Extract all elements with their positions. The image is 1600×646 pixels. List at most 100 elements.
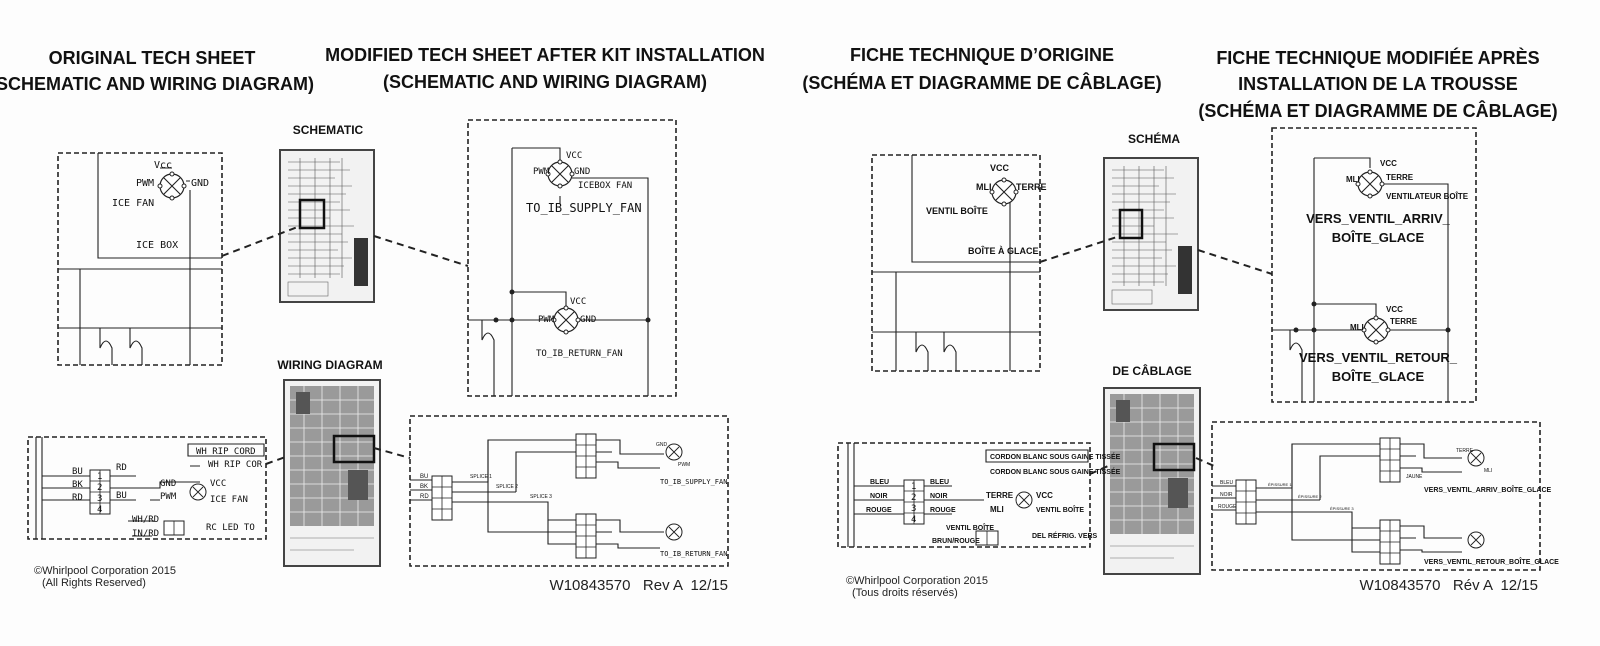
pin-number: 2 bbox=[911, 493, 916, 503]
wiring-thumbnail bbox=[283, 379, 381, 567]
icebox-fan-label: ICEBOX FAN bbox=[578, 181, 632, 191]
splice-label: ÉPISSURE 3 bbox=[1330, 506, 1354, 511]
wiring-highlight bbox=[1152, 442, 1196, 472]
gnd-label: TERRE bbox=[986, 491, 1014, 500]
wire-color-label: RD bbox=[116, 463, 127, 473]
pwm-label: PWM bbox=[136, 178, 154, 189]
supply-fan-label: VERS_VENTIL_ARRIV_ bbox=[1306, 211, 1451, 226]
wire-color-label: ROUGE bbox=[866, 507, 892, 514]
ice-fan-label: VENTIL BOÎTE bbox=[946, 523, 994, 532]
supply-fan-label: TO_IB_SUPPLY_FAN bbox=[660, 478, 727, 486]
icebox-fan-label: VENTILATEUR BOÎTE bbox=[1386, 192, 1469, 201]
copyright: ©Whirlpool Corporation 2015 bbox=[34, 565, 176, 577]
document-number: W10843570 Rév A 12/15 bbox=[1360, 577, 1538, 594]
pin-number: 3 bbox=[97, 494, 102, 504]
schematic-highlight bbox=[298, 198, 326, 230]
callout-line bbox=[373, 447, 411, 459]
wire-color-label: BU bbox=[72, 467, 83, 477]
wire-color-label: RD bbox=[420, 494, 429, 500]
pwm-label: MLI bbox=[1350, 323, 1364, 332]
wire-color-label: NOIR bbox=[870, 493, 888, 500]
return-fan-label: VERS_VENTIL_RETOUR_ bbox=[1299, 350, 1458, 365]
callout-line bbox=[1039, 235, 1121, 263]
pin-number: 4 bbox=[97, 505, 102, 515]
return-fan-label-line2: BOÎTE_GLACE bbox=[1332, 369, 1425, 384]
splice-label: SPLICE 3 bbox=[530, 494, 552, 500]
wire-color-label: BK bbox=[420, 484, 428, 490]
ice-fan-label: VENTIL BOÎTE bbox=[1036, 505, 1084, 514]
modified-schematic-box-fr: VCC MLI TERRE VENTILATEUR BOÎTE VERS_VEN… bbox=[1271, 127, 1477, 403]
callout-line bbox=[221, 225, 301, 257]
return-fan-label: VERS_VENTIL_RETOUR_BOÎTE_GLACE bbox=[1424, 557, 1559, 566]
vcc-label: VCC bbox=[570, 297, 586, 307]
splice-label: ÉPISSURE 1 bbox=[1268, 482, 1292, 487]
modified-sheet-title: FICHE TECHNIQUE MODIFIÉE APRÈS bbox=[1216, 47, 1539, 68]
wire-color-label: BLEU bbox=[930, 479, 949, 486]
original-sheet-subtitle: (SCHEMATIC AND WIRING DIAGRAM) bbox=[0, 74, 314, 94]
splice-label: SPLICE 2 bbox=[496, 484, 518, 490]
gnd-label: TERRE bbox=[1386, 173, 1414, 182]
ice-box-label: ICE BOX bbox=[136, 240, 178, 251]
original-sheet-subtitle: (SCHÉMA ET DIAGRAMME DE CÂBLAGE) bbox=[802, 72, 1161, 93]
wire-color-label: ROUGE bbox=[930, 507, 956, 514]
wire-color-label: BLEU bbox=[870, 479, 889, 486]
supply-fan-label: VERS_VENTIL_ARRIV_BOÎTE_GLACE bbox=[1424, 485, 1552, 494]
wiring-diagram-label: WIRING DIAGRAM bbox=[277, 358, 382, 372]
vcc-label: VCC bbox=[1036, 491, 1053, 500]
wire-color-label: ROUGE bbox=[1218, 504, 1237, 510]
pin-number: 1 bbox=[911, 482, 916, 492]
pin-number: 4 bbox=[911, 515, 916, 525]
pwm-label: MLI bbox=[1346, 175, 1360, 184]
wire-color-label: JAUNE bbox=[1406, 474, 1423, 480]
original-wiring-box-fr: CORDON BLANC SOUS GAINE TISSÉE CORDON BL… bbox=[837, 442, 1121, 548]
gnd-label: GND bbox=[580, 315, 596, 325]
wire-color-label: BK bbox=[72, 480, 83, 490]
pin-number: 2 bbox=[97, 483, 102, 493]
wire-color-label: RD bbox=[72, 493, 83, 503]
pin-number: 1 bbox=[97, 472, 102, 482]
callout-line bbox=[1195, 457, 1215, 467]
pwm-label: MLI bbox=[976, 182, 992, 192]
original-schematic-box: Vcc PWM GND ICE FAN ICE BOX bbox=[57, 152, 223, 366]
rip-cord-label: CORDON BLANC SOUS GAINE TISSÉE bbox=[990, 452, 1121, 461]
return-fan-label: TO_IB_RETURN_FAN bbox=[536, 349, 623, 359]
gnd-label: TERRE bbox=[1016, 182, 1047, 192]
gnd-label: GND bbox=[656, 442, 668, 448]
wire-color-label: BLEU bbox=[1220, 480, 1233, 486]
callout-line bbox=[1197, 249, 1273, 275]
led-label: DEL RÉFRIG. VERS bbox=[1032, 531, 1098, 540]
pwm-label: PWM bbox=[533, 167, 550, 177]
rip-cord-label: CORDON BLANC SOUS GAINE TISSÉE bbox=[990, 467, 1121, 476]
wire-color-label: IN/RD bbox=[132, 529, 159, 539]
pwm-label: PWM bbox=[160, 492, 177, 502]
gnd-label: TERRE bbox=[1390, 317, 1418, 326]
pwm-label: MLI bbox=[990, 505, 1004, 514]
callout-line bbox=[1089, 465, 1109, 475]
wire-color-label: WH/RD bbox=[132, 515, 159, 525]
pwm-label: PWM bbox=[538, 315, 555, 325]
gnd-label: GND bbox=[160, 479, 176, 489]
modified-sheet-title-line2: INSTALLATION DE LA TROUSSE bbox=[1238, 74, 1518, 94]
vcc-label: VCC bbox=[990, 163, 1010, 173]
document-number: W10843570 Rev A 12/15 bbox=[550, 577, 728, 594]
wire-color-label: NOIR bbox=[1220, 492, 1233, 498]
wire-color-label: NOIR bbox=[930, 493, 948, 500]
vcc-label: VCC bbox=[566, 151, 582, 161]
return-fan-label: TO_IB_RETURN_FAN bbox=[660, 550, 727, 558]
modified-wiring-box-fr: BLEU NOIR ROUGE ÉPISSURE 1 ÉPISSURE 2 ÉP… bbox=[1211, 421, 1559, 571]
vcc-label: VCC bbox=[210, 479, 226, 489]
schematic-thumbnail bbox=[279, 149, 375, 303]
modified-sheet-subtitle: (SCHEMATIC AND WIRING DIAGRAM) bbox=[383, 72, 707, 92]
led-label: RC LED TO bbox=[206, 523, 255, 533]
ice-fan-label: VENTIL BOÎTE bbox=[926, 205, 988, 216]
vcc-label: VCC bbox=[1386, 305, 1403, 314]
ice-fan-label: ICE FAN bbox=[112, 198, 154, 209]
modified-wiring-box: BU BK RD SPLICE 1 SPLICE 2 SPLICE 3 TO_I… bbox=[409, 415, 729, 567]
vcc-label: Vcc bbox=[154, 160, 172, 171]
schematic-label: SCHEMATIC bbox=[293, 123, 364, 137]
gnd-label: TERRE bbox=[1456, 448, 1474, 454]
wire-color-label: BRUN/ROUGE bbox=[932, 538, 980, 545]
callout-line bbox=[265, 455, 289, 465]
